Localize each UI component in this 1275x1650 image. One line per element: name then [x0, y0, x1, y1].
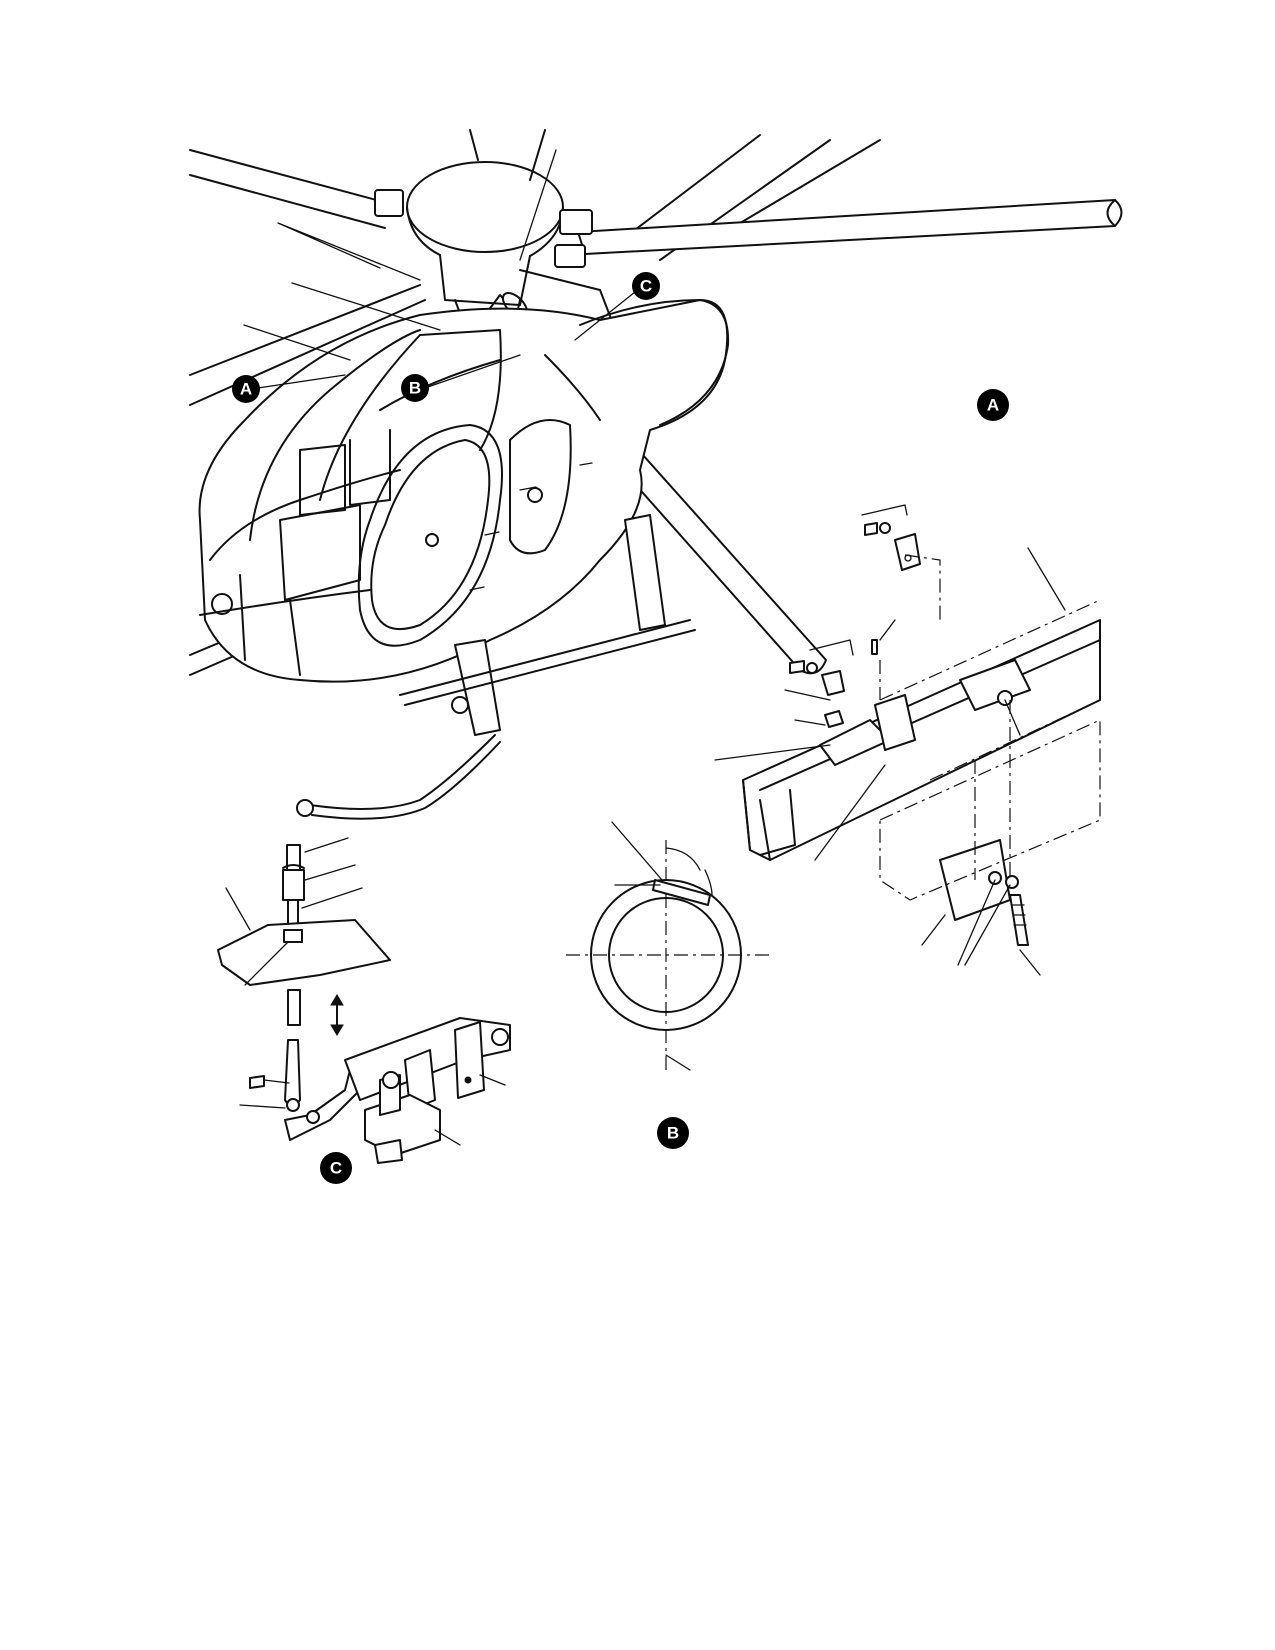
callout-b-main-label: B — [409, 379, 421, 398]
hardware-stack-mid — [789, 639, 878, 728]
helicopter-overview — [189, 129, 1123, 820]
callout-b-detail: B — [657, 1117, 689, 1149]
fuselage — [198, 299, 730, 683]
callout-b-main: B — [401, 374, 429, 402]
callout-b-detail-label: B — [667, 1124, 679, 1143]
callout-a-detail: A — [977, 389, 1009, 421]
callout-a-main: A — [232, 375, 260, 403]
callout-a-detail-label: A — [987, 396, 999, 415]
callout-a-main-label: A — [240, 380, 252, 399]
callout-c-detail-label: C — [330, 1159, 342, 1178]
detail-a-assembly — [714, 504, 1101, 976]
rotor-hub — [374, 129, 651, 451]
landing-gear — [296, 514, 696, 820]
overview-leader-lines — [243, 149, 641, 389]
detail-b-ring — [566, 821, 770, 1071]
callout-c-main: C — [632, 272, 660, 300]
hardware-stack-top — [861, 504, 921, 571]
detail-c-linkage — [217, 837, 511, 1164]
callout-c-main-label: C — [640, 277, 652, 296]
hardware-bottom — [988, 871, 1029, 946]
callout-c-detail: C — [320, 1152, 352, 1184]
